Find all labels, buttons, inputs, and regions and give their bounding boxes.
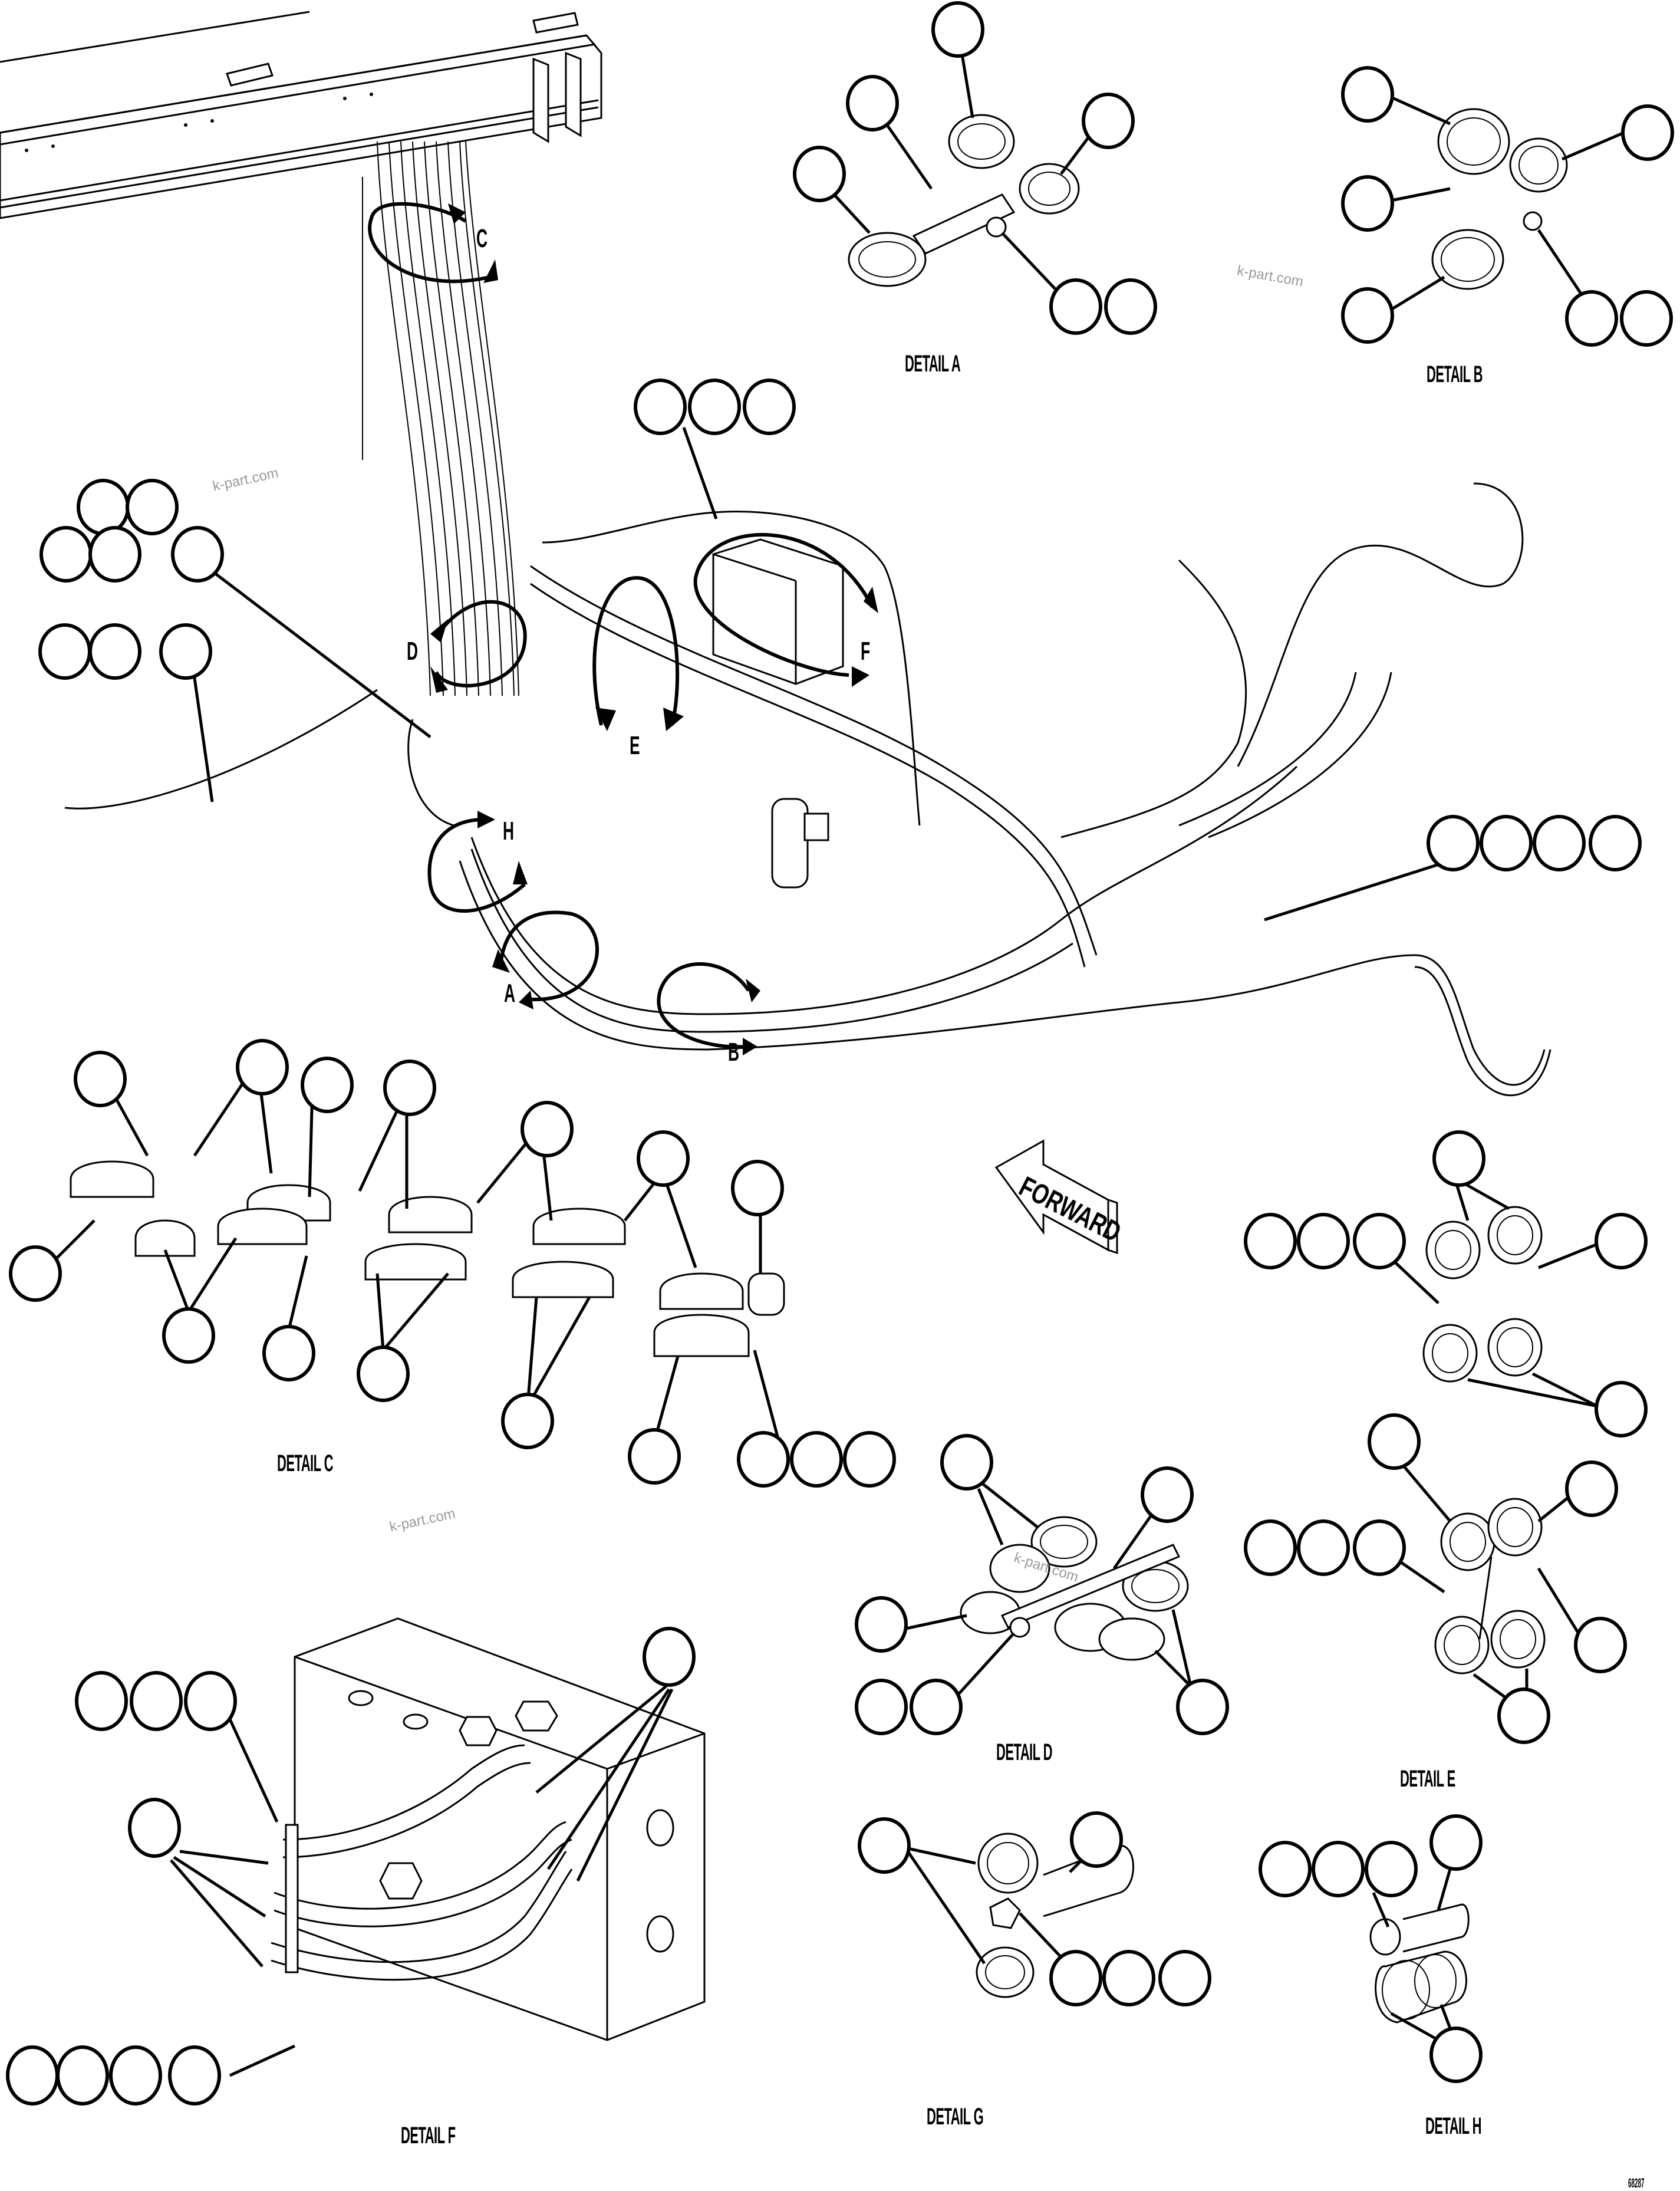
view-letter-b: B [728, 1038, 740, 1067]
detail-d-label: DETAIL D [996, 1739, 1053, 1765]
detail-b-callouts [1341, 66, 1674, 347]
view-letter-e: E [630, 731, 640, 760]
detail-a-clamp-drawing [848, 114, 1080, 287]
detail-f-label: DETAIL F [401, 2123, 456, 2149]
main-view-callouts [38, 379, 1642, 922]
detail-e-label: DETAIL E [1400, 1766, 1455, 1792]
view-arrow-e [592, 575, 684, 731]
detail-h-label: DETAIL H [1425, 2113, 1482, 2139]
view-arrow-b [657, 962, 760, 1055]
detail-g-label: DETAIL G [927, 2104, 984, 2130]
view-arrow-a [492, 910, 599, 1009]
view-letter-d: D [407, 637, 419, 666]
view-letter-f: F [861, 637, 871, 666]
hose-bundle-vertical [362, 141, 519, 696]
filter-canister [771, 798, 829, 889]
detail-h-callouts [1259, 1814, 1483, 2083]
detail-f-callouts [6, 1627, 696, 2106]
detail-f-valve-block-drawing [271, 1617, 706, 2041]
detail-h-clamp-drawing [1369, 1903, 1470, 2024]
detail-c-clamp-drawing [70, 1160, 785, 1357]
view-arrow-f [693, 532, 878, 687]
detail-e-lower-clamp-drawing [1434, 1498, 1546, 1674]
detail-g-callouts [858, 1811, 1211, 2006]
detail-a-callouts [793, 1, 1157, 335]
view-arrow-c [368, 202, 498, 284]
detail-b-label: DETAIL B [1427, 361, 1483, 387]
detail-e-upper-clamp-drawing [1422, 1206, 1543, 1383]
detail-c-label: DETAIL C [277, 1450, 334, 1476]
detail-d-clamp-drawing [960, 1516, 1189, 1661]
valve-block-main [712, 538, 844, 685]
figure-id: 68287 [1628, 2176, 1645, 2190]
view-letter-c: C [476, 224, 488, 253]
forward-arrow-icon [994, 1139, 1118, 1255]
frame-rail [0, 11, 602, 219]
view-arrow-h [427, 811, 528, 913]
detail-c-callouts [9, 1039, 896, 1488]
detail-d-callouts [855, 1434, 1229, 1735]
detail-b-clamp-drawing [1431, 108, 1568, 290]
detail-e-upper-callouts [1244, 1130, 1648, 1437]
detail-e-lower-callouts [1244, 1413, 1627, 1744]
view-letter-a: A [504, 979, 516, 1008]
detail-a-label: DETAIL A [905, 351, 961, 377]
view-letter-h: H [503, 817, 515, 846]
hose-main-run [64, 482, 1551, 1097]
view-arrow-d [430, 600, 527, 693]
